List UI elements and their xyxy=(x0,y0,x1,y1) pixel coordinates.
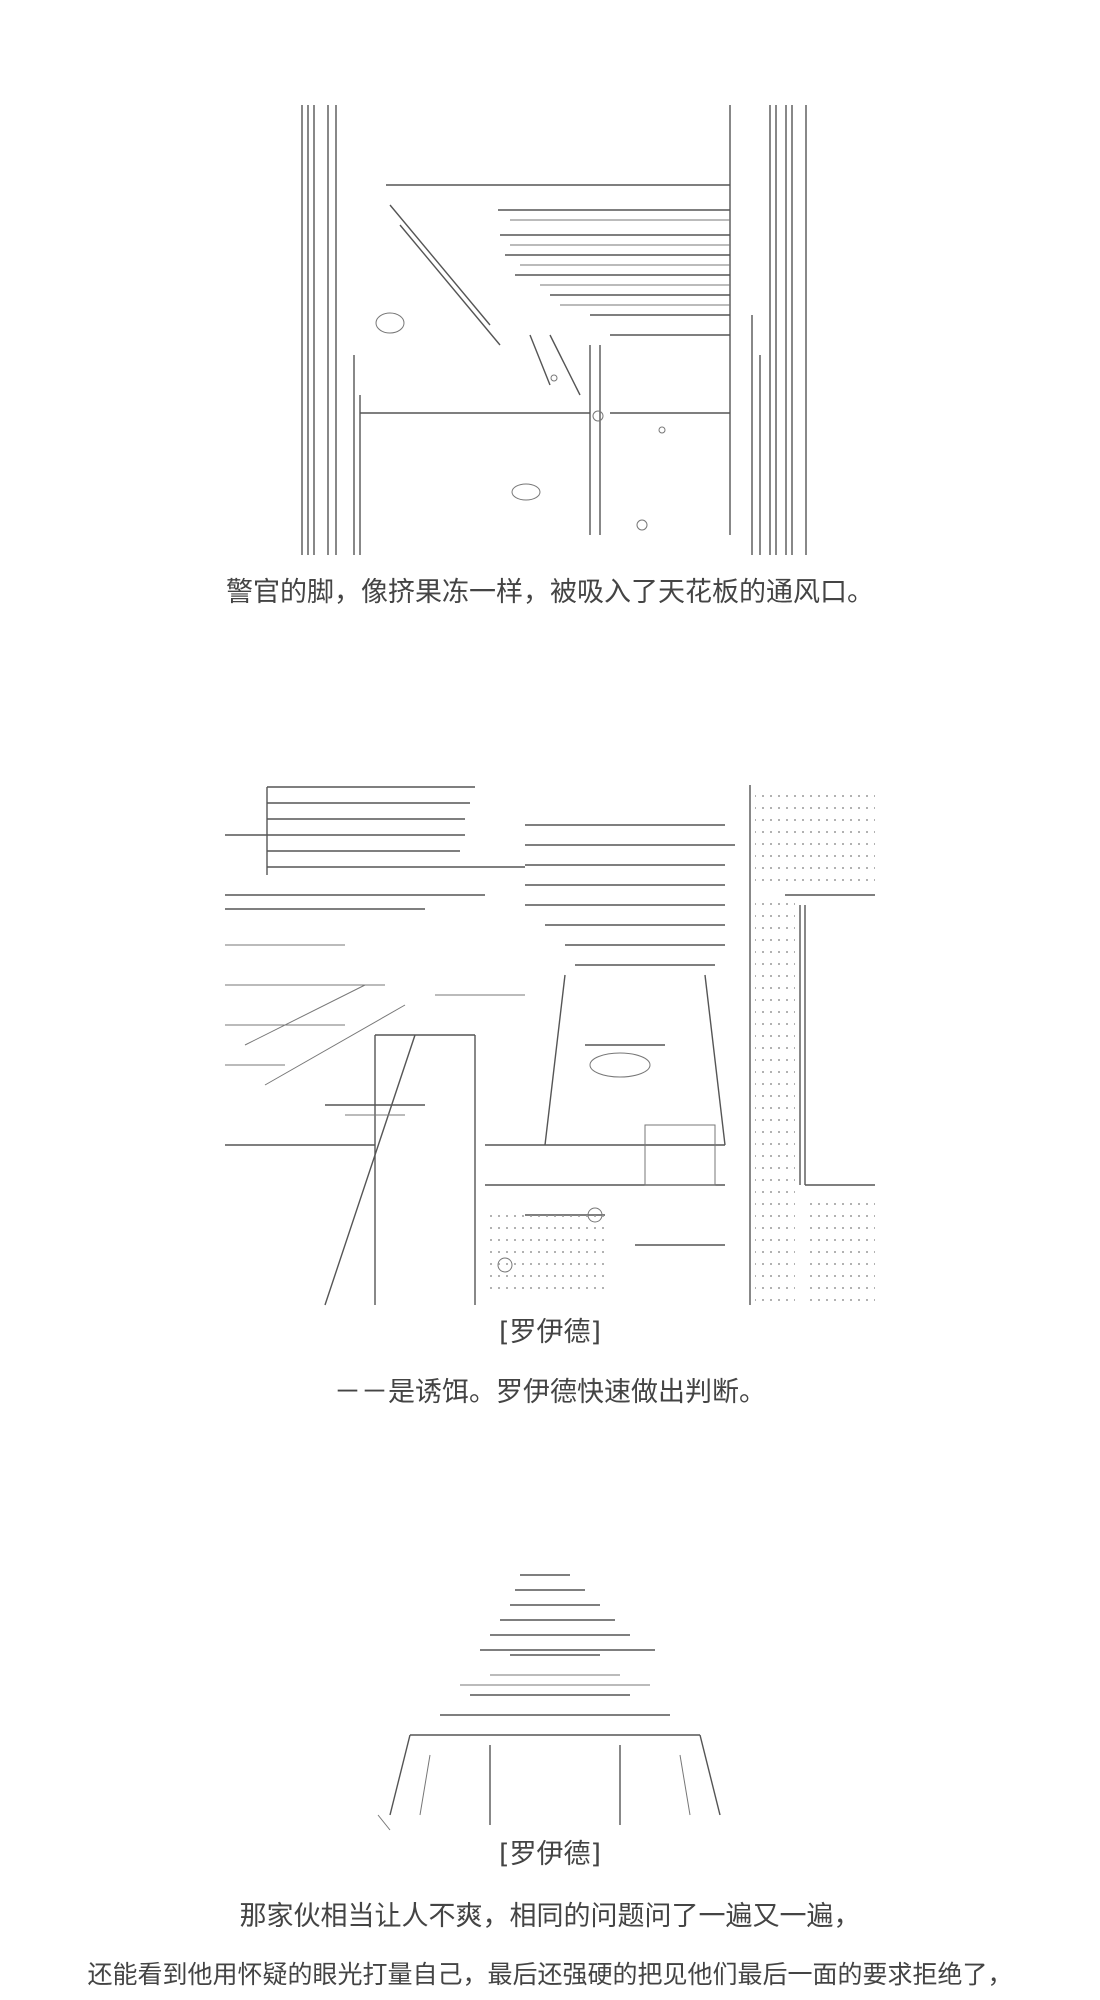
figure-scene-drawing xyxy=(377,1574,721,1831)
ascii-art-vent-scene xyxy=(290,95,830,565)
ascii-art-figure-scene xyxy=(370,1555,750,1835)
scene-1-caption: 警官的脚，像挤果冻一样，被吸入了天花板的通风口。 xyxy=(226,577,874,608)
room-scene-drawing xyxy=(225,785,875,1306)
ascii-art-room-scene xyxy=(225,745,875,1315)
scene-3-caption-line-2: 还能看到他用怀疑的眼光打量自己，最后还强硬的把见他们最后一面的要求拒绝了， xyxy=(87,1960,1013,1989)
scene-2-caption: －－是诱饵。罗伊德快速做出判断。 xyxy=(334,1377,766,1408)
scene-3-caption-line-1: 那家伙相当让人不爽，相同的问题问了一遍又一遍， xyxy=(239,1901,861,1932)
vent-scene-drawing xyxy=(301,105,807,555)
scene-3-speaker-tag: [罗伊德] xyxy=(498,1839,602,1870)
scene-2-speaker-tag: [罗伊德] xyxy=(498,1317,602,1348)
